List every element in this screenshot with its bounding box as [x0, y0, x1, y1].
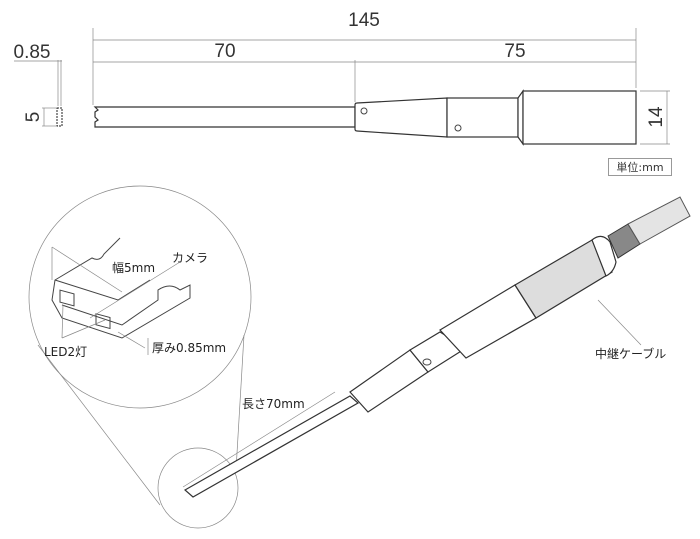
label-leds: LED2灯: [44, 345, 87, 359]
dim-145: 145: [348, 10, 380, 31]
dim-70: 70: [214, 41, 235, 62]
label-width: 幅5mm: [112, 260, 155, 275]
taper: [354, 97, 448, 138]
label-camera: カメラ: [172, 251, 208, 265]
shaft: [93, 106, 356, 128]
label-length: 長さ70mm: [242, 397, 305, 411]
dim-5: 5: [23, 112, 44, 123]
tip-detail: [51, 237, 191, 355]
handle: [522, 90, 637, 145]
tip-circle: [157, 447, 239, 529]
label-relay-cable: 中継ケーブル: [595, 346, 666, 361]
dim-0-85: 0.85: [14, 42, 51, 63]
label-thickness: 厚み0.85mm: [152, 341, 226, 355]
top-view: 145 70 75 0.85 5 14: [14, 10, 670, 146]
probe-shaft: [183, 395, 360, 498]
detail-circle: [28, 185, 252, 409]
unit-label: 単位:mm: [608, 158, 672, 176]
dim-14: 14: [646, 106, 667, 128]
perspective-view: カメラ 幅5mm LED2灯 厚み0.85mm 長さ70mm 中継ケーブル: [28, 185, 691, 529]
relay-cable: [627, 196, 691, 245]
dim-75: 75: [504, 41, 525, 62]
